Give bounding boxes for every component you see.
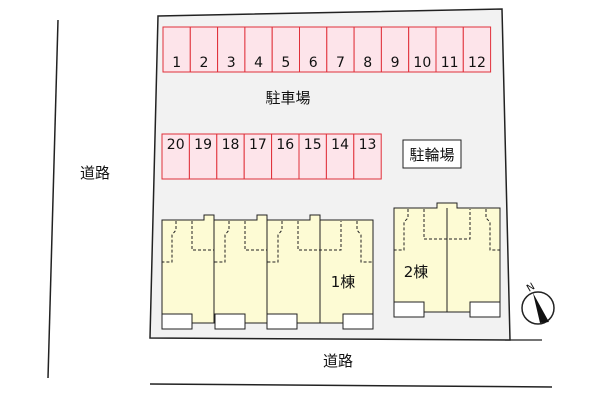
road-left-label: 道路 xyxy=(80,164,110,182)
north-label: N xyxy=(525,281,537,294)
parking-space-number: 20 xyxy=(167,137,185,153)
parking-label: 駐車場 xyxy=(265,89,310,107)
parking-space-number: 14 xyxy=(331,137,349,153)
parking-space-number: 11 xyxy=(441,55,459,71)
road-left-edge xyxy=(47,19,59,379)
parking-space-number: 19 xyxy=(194,137,212,153)
road-bottom-label: 道路 xyxy=(323,352,353,370)
parking-space xyxy=(353,26,382,73)
parking-space-number: 16 xyxy=(276,137,294,153)
parking-space-number: 17 xyxy=(249,137,267,153)
parking-space xyxy=(188,133,218,180)
parking-space-number: 15 xyxy=(304,137,322,153)
building-1-label: 1棟 xyxy=(331,273,356,291)
parking-space xyxy=(408,26,437,73)
building-2 xyxy=(393,202,501,318)
building-2-label: 2棟 xyxy=(404,263,429,281)
parking-space-number: 5 xyxy=(281,55,290,71)
parking-space-number: 18 xyxy=(222,137,240,153)
parking-space-number: 1 xyxy=(172,55,181,71)
parking-space-number: 9 xyxy=(391,55,400,71)
parking-space xyxy=(325,133,355,180)
parking-space-number: 10 xyxy=(413,55,431,71)
building-1 xyxy=(161,214,374,330)
parking-space-number: 6 xyxy=(309,55,318,71)
parking-space xyxy=(326,26,355,73)
parking-space-number: 8 xyxy=(363,55,372,71)
parking-space xyxy=(189,26,219,73)
parking-space xyxy=(271,133,300,180)
parking-space xyxy=(353,133,382,180)
parking-space-number: 12 xyxy=(468,55,486,71)
bicycle-parking xyxy=(402,139,462,169)
parking-space-number: 3 xyxy=(227,55,236,71)
parking-space xyxy=(243,133,273,180)
parking-space xyxy=(162,26,191,73)
parking-space xyxy=(298,133,327,180)
parking-space-number: 7 xyxy=(336,55,345,71)
parking-space xyxy=(216,133,245,180)
parking-space xyxy=(380,26,410,73)
north-compass-icon: N xyxy=(521,281,555,325)
parking-space-number: 2 xyxy=(199,55,208,71)
road-bottom-edge xyxy=(149,383,553,388)
parking-space xyxy=(462,26,492,73)
parking-row-bottom: 20 19 18 17 16 15 14 13 xyxy=(161,133,382,180)
bicycle-parking-label: 駐輪場 xyxy=(409,146,454,164)
parking-space xyxy=(217,26,246,73)
parking-space-number: 4 xyxy=(254,55,263,71)
parking-space-number: 13 xyxy=(359,137,377,153)
parking-space xyxy=(161,133,190,180)
